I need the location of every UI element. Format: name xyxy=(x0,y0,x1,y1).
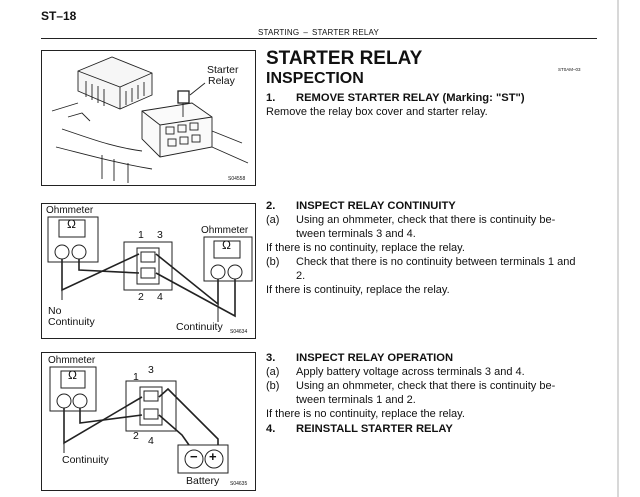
step-4-number: 4. xyxy=(266,423,276,435)
step-3-number: 3. xyxy=(266,352,276,364)
step-2a-line1: Using an ohmmeter, check that there is c… xyxy=(296,214,556,226)
step-4-heading: 4. REINSTALL STARTER RELAY xyxy=(266,422,612,436)
page-title: STARTER RELAY xyxy=(266,48,423,69)
page-edge xyxy=(617,0,619,497)
ohmmeter-label: Ohmmeter xyxy=(48,355,96,366)
step-2a: (a) Using an ohmmeter, check that there i… xyxy=(266,213,612,227)
figure-code: S04635 xyxy=(230,481,248,487)
left-ohmmeter-label: Ohmmeter xyxy=(46,205,94,216)
continuity-diagram xyxy=(47,216,253,322)
document-code: ST0AM–03 xyxy=(558,67,581,72)
step-3-heading: 3. INSPECT RELAY OPERATION xyxy=(266,351,612,365)
step-2-number: 2. xyxy=(266,200,276,212)
terminal-2-label: 2 xyxy=(138,291,144,303)
step-2a-label: (a) xyxy=(266,214,280,226)
figure-code: S04634 xyxy=(230,329,248,335)
operation-diagram xyxy=(49,366,229,474)
relay-box-illustration xyxy=(51,56,249,183)
terminal-3-label: 3 xyxy=(148,364,154,376)
terminal-1-label: 1 xyxy=(138,229,144,241)
right-ohmmeter-label: Ohmmeter xyxy=(201,225,249,236)
continuity-label: Continuity xyxy=(176,321,223,333)
running-header-separator: – xyxy=(303,28,308,37)
step-2-note2: If there is continuity, replace the rela… xyxy=(266,284,450,296)
step-4-title: REINSTALL STARTER RELAY xyxy=(296,423,453,435)
step-3b-line2: tween terminals 1 and 2. xyxy=(296,394,416,406)
step-1-title: REMOVE STARTER RELAY (Marking: "ST") xyxy=(296,92,525,104)
step-2-title: INSPECT RELAY CONTINUITY xyxy=(296,200,456,212)
step-3-note: If there is no continuity, replace the r… xyxy=(266,408,465,420)
battery-plus-sign: + xyxy=(209,449,217,464)
step-3b-line1: Using an ohmmeter, check that there is c… xyxy=(296,380,556,392)
step-3a-label: (a) xyxy=(266,366,280,378)
page-number: ST–18 xyxy=(41,9,77,23)
battery-label: Battery xyxy=(186,475,220,487)
step-2b: (b) Check that there is no continuity bet… xyxy=(266,255,612,269)
step-3-title: INSPECT RELAY OPERATION xyxy=(296,352,454,364)
running-header: STARTING–STARTER RELAY xyxy=(258,28,379,37)
no-continuity-label-line2: Continuity xyxy=(48,316,95,328)
step-2b-label: (b) xyxy=(266,256,280,268)
step-1-number: 1. xyxy=(266,92,276,104)
content-column: STARTER RELAY INSPECTION xyxy=(266,48,612,88)
step-2: 2. INSPECT RELAY CONTINUITY (a) Using an o… xyxy=(266,199,612,297)
step-2-heading: 2. INSPECT RELAY CONTINUITY xyxy=(266,199,612,213)
step-2a-line2: tween terminals 3 and 4. xyxy=(296,228,416,240)
step-3a-text: Apply battery voltage across terminals 3… xyxy=(296,366,525,378)
running-header-section: STARTING xyxy=(258,28,300,37)
figure-relay-operation: Ohmmeter Ω 1 3 2 4 Continuity − + Batter… xyxy=(41,352,256,491)
terminal-2-label: 2 xyxy=(133,430,139,442)
terminal-1-label: 1 xyxy=(133,371,139,383)
step-1: 1. REMOVE STARTER RELAY (Marking: "ST") R… xyxy=(266,91,612,119)
terminal-4-label: 4 xyxy=(148,435,154,447)
step-3a: (a) Apply battery voltage across terminal… xyxy=(266,365,612,379)
terminal-4-label: 4 xyxy=(157,291,163,303)
step-2b-line1: Check that there is no continuity betwee… xyxy=(296,256,576,268)
page-subtitle: INSPECTION xyxy=(266,70,364,87)
step-3b-label: (b) xyxy=(266,380,280,392)
terminal-3-label: 3 xyxy=(157,229,163,241)
step-2-note1: If there is no continuity, replace the r… xyxy=(266,242,465,254)
step-3: 3. INSPECT RELAY OPERATION (a) Apply batte… xyxy=(266,351,612,436)
step-1-text: Remove the relay box cover and starter r… xyxy=(266,106,488,118)
figure-relay-continuity: Ohmmeter Ω Ohmmeter Ω 1 3 2 4 No Continu… xyxy=(41,203,256,339)
battery-minus-sign: − xyxy=(190,449,198,464)
step-3b: (b) Using an ohmmeter, check that there i… xyxy=(266,379,612,393)
continuity-label: Continuity xyxy=(62,454,109,466)
right-ohm-symbol: Ω xyxy=(222,238,231,252)
ohm-symbol: Ω xyxy=(68,368,77,382)
step-2b-line2: 2. xyxy=(296,270,306,282)
starter-relay-label-line2: Relay xyxy=(208,75,235,87)
step-1-heading: 1. REMOVE STARTER RELAY (Marking: "ST") xyxy=(266,91,612,105)
no-continuity-label-line1: No xyxy=(48,305,62,317)
header-rule xyxy=(41,38,597,39)
figure-relay-location: Starter Relay S04558 xyxy=(41,50,256,186)
starter-relay-label-line1: Starter xyxy=(207,64,239,76)
left-ohm-symbol: Ω xyxy=(67,217,76,231)
running-header-subsection: STARTER RELAY xyxy=(311,28,380,37)
figure-code: S04558 xyxy=(228,176,246,182)
